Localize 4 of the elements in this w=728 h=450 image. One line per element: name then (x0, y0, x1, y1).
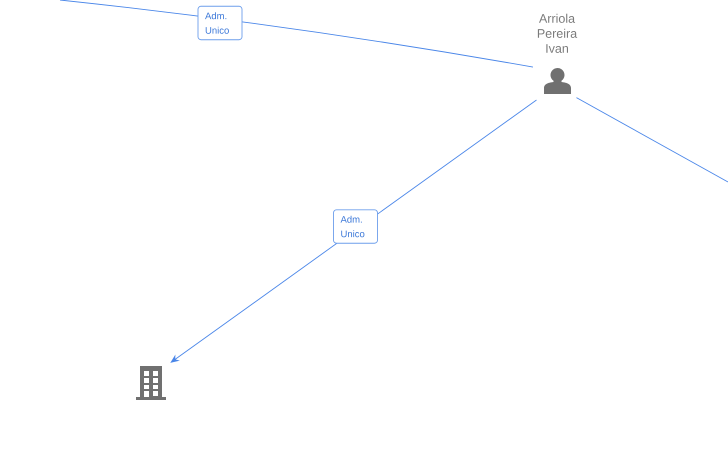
node-label: Arriola Pereira Ivan (538, 14, 578, 53)
building-icon (136, 366, 166, 400)
edge-label: Adm. Unico (198, 6, 242, 40)
edge-label: Adm. Unico (333, 209, 378, 244)
